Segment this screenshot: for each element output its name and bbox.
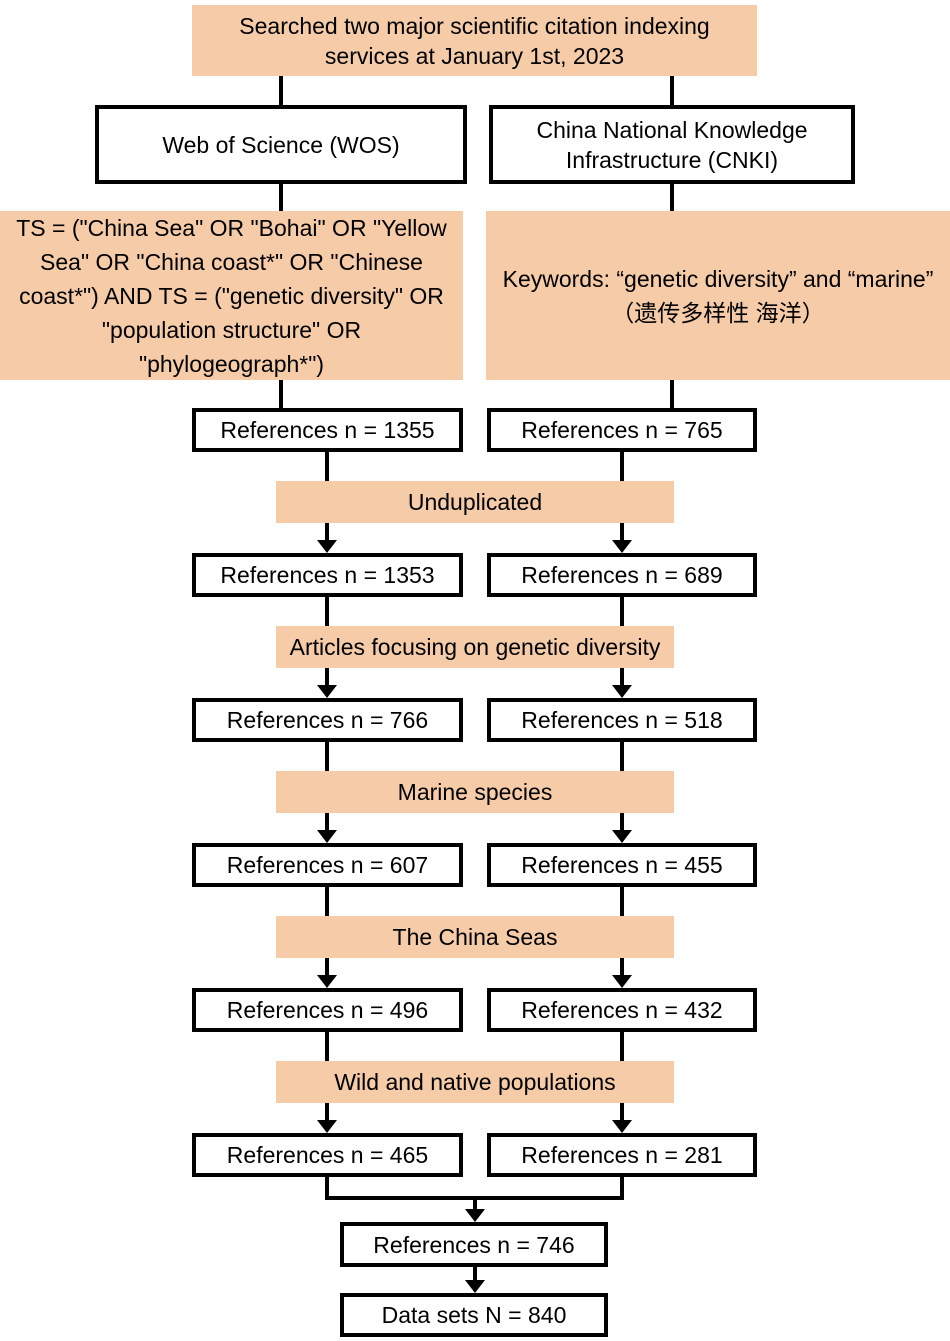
connector-elbow-line bbox=[620, 1177, 624, 1200]
arrowhead-down bbox=[612, 540, 632, 553]
connector-line bbox=[620, 1032, 624, 1061]
connector-line bbox=[620, 742, 624, 771]
references-count-box: References n = 607 bbox=[192, 843, 463, 887]
connector-line bbox=[670, 184, 674, 211]
connector-line bbox=[473, 1200, 477, 1210]
references-count-box: References n = 765 bbox=[487, 408, 757, 452]
filter-criterion-box: Unduplicated bbox=[276, 481, 674, 523]
wos-query-box: TS = ("China Sea" OR "Bohai" OR "Yellow … bbox=[0, 211, 463, 380]
connector-line bbox=[620, 1103, 624, 1120]
connector-line bbox=[620, 452, 624, 481]
arrowhead-down bbox=[317, 1120, 337, 1133]
arrowhead-down bbox=[465, 1280, 485, 1293]
connector-line bbox=[325, 668, 329, 685]
references-count-box: References n = 689 bbox=[487, 553, 757, 597]
connector-elbow-line bbox=[325, 1177, 329, 1200]
filter-criterion-box: The China Seas bbox=[276, 916, 674, 958]
connector-line bbox=[473, 1267, 477, 1281]
connector-line bbox=[325, 887, 329, 916]
connector-line bbox=[325, 813, 329, 830]
filter-criterion-box: Articles focusing on genetic diversity bbox=[276, 626, 674, 668]
references-count-box: References n = 432 bbox=[487, 988, 757, 1032]
wos-source-box: Web of Science (WOS) bbox=[95, 105, 467, 184]
arrowhead-down bbox=[317, 975, 337, 988]
connector-line bbox=[279, 76, 283, 105]
references-count-box: References n = 766 bbox=[192, 698, 463, 742]
connector-line bbox=[325, 1032, 329, 1061]
cnki-source-box: China National Knowledge Infrastructure … bbox=[489, 105, 855, 184]
cnki-query-box: Keywords: “genetic diversity” and “marin… bbox=[486, 211, 950, 380]
connector-line bbox=[325, 523, 329, 540]
filter-criterion-box: Marine species bbox=[276, 771, 674, 813]
connector-line bbox=[670, 76, 674, 105]
connector-line bbox=[279, 184, 283, 211]
search-statement-box: Searched two major scientific citation i… bbox=[192, 5, 757, 76]
merged-references-box: References n = 746 bbox=[340, 1222, 608, 1267]
arrowhead-down bbox=[612, 1120, 632, 1133]
arrowhead-down bbox=[612, 685, 632, 698]
references-count-box: References n = 1355 bbox=[192, 408, 463, 452]
arrowhead-down bbox=[317, 685, 337, 698]
references-count-box: References n = 455 bbox=[487, 843, 757, 887]
arrowhead-down bbox=[612, 830, 632, 843]
references-count-box: References n = 518 bbox=[487, 698, 757, 742]
connector-line bbox=[620, 887, 624, 916]
connector-line bbox=[325, 1103, 329, 1120]
filter-criterion-box: Wild and native populations bbox=[276, 1061, 674, 1103]
connector-line bbox=[620, 668, 624, 685]
connector-line bbox=[620, 523, 624, 540]
references-count-box: References n = 281 bbox=[487, 1133, 757, 1177]
arrowhead-down bbox=[317, 830, 337, 843]
arrowhead-down bbox=[317, 540, 337, 553]
connector-line bbox=[279, 380, 283, 408]
references-count-box: References n = 465 bbox=[192, 1133, 463, 1177]
connector-line bbox=[325, 452, 329, 481]
connector-elbow-line bbox=[325, 1196, 624, 1200]
connector-line bbox=[325, 958, 329, 975]
references-count-box: References n = 1353 bbox=[192, 553, 463, 597]
connector-line bbox=[325, 742, 329, 771]
datasets-total-box: Data sets N = 840 bbox=[340, 1293, 608, 1337]
connector-line bbox=[670, 380, 674, 408]
connector-line bbox=[325, 597, 329, 626]
references-count-box: References n = 496 bbox=[192, 988, 463, 1032]
connector-line bbox=[620, 813, 624, 830]
arrowhead-down bbox=[612, 975, 632, 988]
connector-line bbox=[620, 958, 624, 975]
connector-line bbox=[620, 597, 624, 626]
arrowhead-down bbox=[465, 1209, 485, 1222]
